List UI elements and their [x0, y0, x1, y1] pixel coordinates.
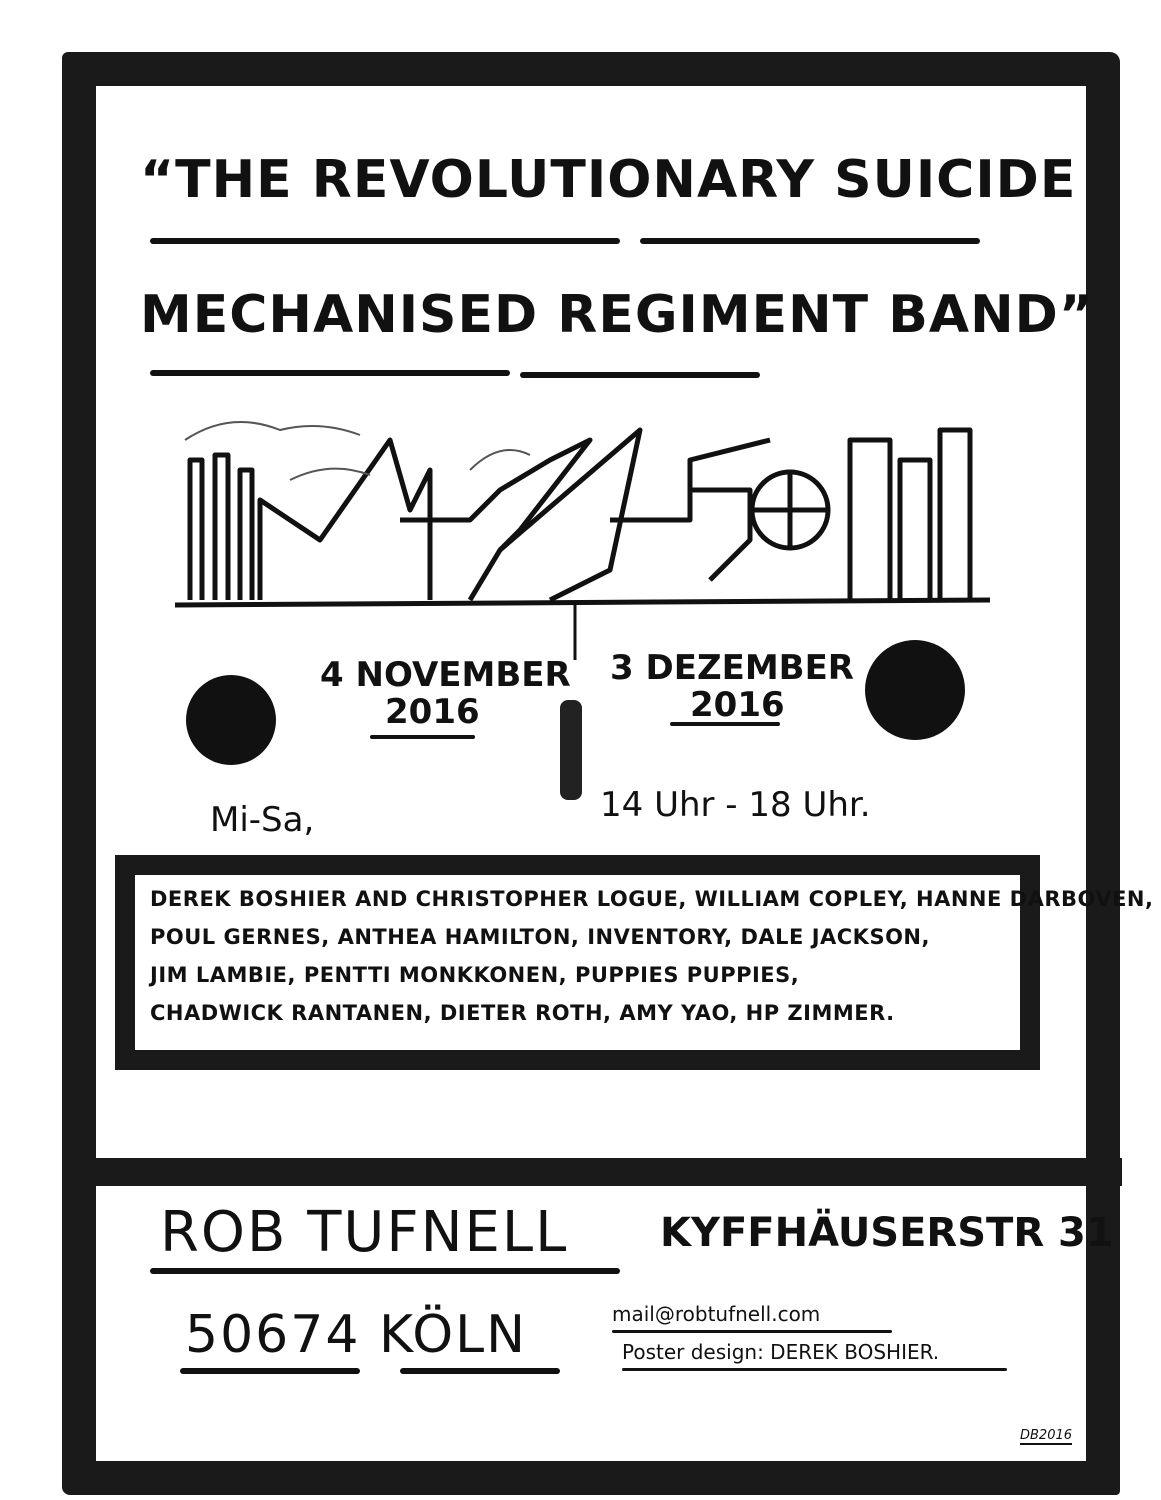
artist-line: DEREK BOSHIER AND CHRISTOPHER LOGUE, WIL…: [150, 887, 1154, 911]
end-year: 2016: [690, 685, 785, 725]
divider-bar: [62, 1158, 1122, 1186]
title-underline: [640, 238, 980, 244]
street-address: KYFFHÄUSERSTR 31: [660, 1210, 1114, 1256]
industrial-skyline-drawing: [174, 421, 991, 660]
artist-line: CHADWICK RANTANEN, DIETER ROTH, AMY YAO,…: [150, 1001, 895, 1025]
email-underline: [612, 1330, 892, 1333]
gallery-underline: [150, 1268, 620, 1274]
title-line-2: MECHANISED REGIMENT BAND”: [140, 285, 1094, 345]
artist-list: DEREK BOSHIER AND CHRISTOPHER LOGUE, WIL…: [150, 880, 1153, 1032]
title-line-1: “THE REVOLUTIONARY SUICIDE: [140, 150, 1077, 210]
city-underline: [400, 1368, 560, 1374]
email-link[interactable]: mail@robtufnell.com: [612, 1302, 821, 1326]
end-date: 3 DEZEMBER: [610, 648, 854, 688]
opening-hours: 14 Uhr - 18 Uhr.: [600, 785, 871, 825]
hanging-figure: [560, 700, 582, 800]
title-underline: [150, 370, 510, 376]
days-open: Mi-Sa,: [210, 800, 315, 840]
title-underline: [150, 238, 620, 244]
black-circle: [186, 675, 276, 765]
credit-underline: [622, 1368, 1007, 1371]
start-year: 2016: [385, 692, 480, 732]
date-underline: [370, 735, 475, 739]
artist-line: JIM LAMBIE, PENTTI MONKKONEN, PUPPIES PU…: [150, 963, 800, 987]
poster-credit: Poster design: DEREK BOSHIER.: [622, 1340, 940, 1364]
city-underline: [180, 1368, 360, 1374]
date-underline: [670, 722, 780, 726]
artist-signature: DB2016: [1020, 1428, 1073, 1445]
artists-box: [115, 855, 1040, 1070]
artist-line: POUL GERNES, ANTHEA HAMILTON, INVENTORY,…: [150, 925, 930, 949]
gallery-name: ROB TUFNELL: [160, 1200, 569, 1265]
black-circle: [865, 640, 965, 740]
poster-frame: [62, 52, 1120, 1495]
city-address: 50674 KÖLN: [185, 1305, 528, 1365]
start-date: 4 NOVEMBER: [320, 655, 571, 695]
title-underline: [520, 372, 760, 378]
